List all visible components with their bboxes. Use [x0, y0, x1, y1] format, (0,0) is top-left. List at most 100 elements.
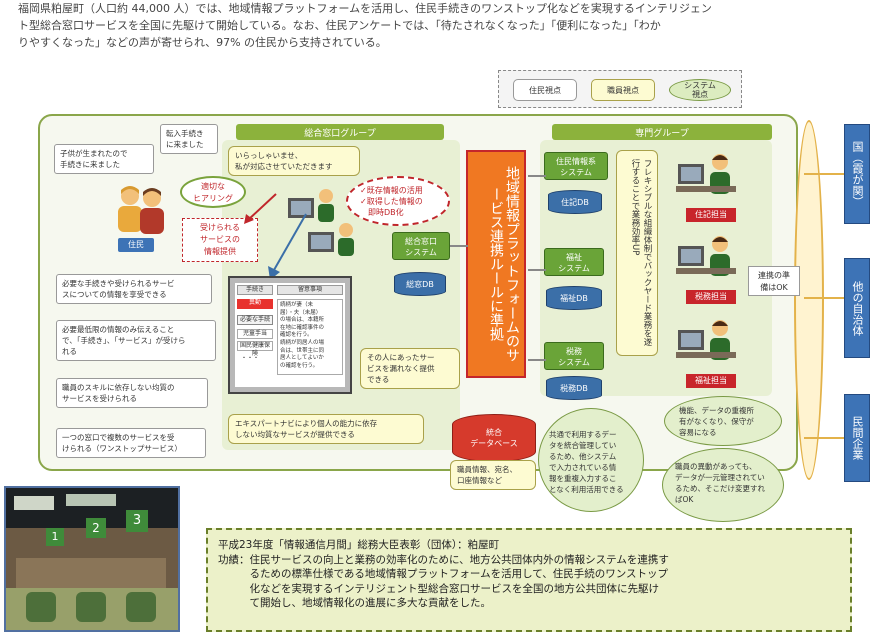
- system-point-b-l2: データが一元管理されてい: [675, 473, 765, 482]
- resident-icon: [118, 186, 164, 234]
- screen-note-l5: 確認を行う。: [280, 332, 313, 339]
- award-line-1: 功績：住民サービスの向上と業務の効率化のために、地方公共団体内外の情報システムを…: [218, 553, 669, 566]
- counter-number-3: 3: [126, 510, 148, 532]
- counter-number-2: 2: [86, 518, 106, 538]
- general-sys-l2: システム: [405, 248, 437, 257]
- shared-l3: るため、他システム: [549, 452, 617, 461]
- specialist-group-header: 専門グループ: [552, 124, 772, 140]
- fukushi-sys-l1: 福祉: [566, 253, 582, 262]
- external-connector: [794, 120, 824, 480]
- screen-note-l8: 居人としてよいか: [280, 355, 324, 362]
- screen-item-2[interactable]: 国民健康保険: [237, 341, 273, 357]
- service-info-l2: サービスの: [200, 235, 240, 244]
- intro-line-1: 福岡県粕屋町（人口約 44,000 人）では、地域情報プラットフォームを活用し、…: [18, 2, 712, 15]
- integrated-db-l2: データベース: [470, 439, 518, 448]
- hearing-l2: ヒアリング: [193, 194, 233, 203]
- award-line-4: て開始し、地域情報化の進展に多大な貢献をした。: [218, 597, 491, 609]
- coordination-l2: 備はOK: [760, 283, 788, 292]
- reuse-l2: ✓取得した情報の: [360, 197, 423, 206]
- resident-bubble-move-l1: 転入手続き: [166, 129, 204, 138]
- screen-note-l6: 続柄が同居人の場: [280, 339, 325, 346]
- award-box: 平成23年度「情報通信月間」総務大臣表彰（団体）：粕屋町 功績：住民サービスの向…: [206, 528, 852, 632]
- fukushi-sys-l2: システム: [558, 264, 590, 273]
- intro-line-2: ト型総合窓口サービスを全国に先駆けて開始している。なお、住民アンケートでは、「待…: [18, 19, 661, 32]
- system-point-b-l1: 職員の異動があっても、: [675, 462, 757, 471]
- award-title: 平成23年度「情報通信月間」総務大臣表彰（団体）：粕屋町: [218, 539, 500, 551]
- shared-l1: 共通で利用するデー: [549, 430, 617, 439]
- legend-staff: 職員視点: [591, 79, 655, 101]
- reuse-l3: 即時DB化: [368, 208, 404, 217]
- system-point-a-l2: 有がなくなり、保守が: [679, 417, 754, 426]
- expert-l2: しない均質なサービスが提供できる: [235, 430, 355, 439]
- screen-needed: 必要な手続: [237, 315, 273, 325]
- platform-pillar: 地域情報プラットフォームのサービス連携ルールに準拠: [466, 150, 526, 378]
- service-info-box: 受けられる サービスの 情報提供: [182, 218, 258, 262]
- fukushi-db: 福祉DB: [546, 286, 602, 310]
- zeimu-db: 税務DB: [546, 376, 602, 400]
- resident-point-2: 必要最低限の情報のみ伝えること で、「手続き」、「サービス」が受けら れる: [56, 320, 216, 361]
- staff-greeting: いらっしゃいませ、 私が対応させていただきます: [228, 146, 360, 176]
- resident-point-2-l3: れる: [62, 347, 77, 356]
- service-info-l3: 情報提供: [204, 247, 236, 256]
- integrated-db: 統合 データベース: [452, 414, 536, 462]
- juki-sys-l1: 住民情報系: [556, 157, 596, 166]
- general-staff-icon: [288, 189, 354, 256]
- screen-note: 続柄が妻（未 届）・夫（未届） の場合は、本籍所 在地に確認事件の 確認を行う。…: [277, 299, 343, 375]
- integrated-info-l1: 職員情報、宛名、: [457, 465, 517, 474]
- resident-point-3-l2: サービスを受けられる: [62, 394, 137, 403]
- screen-note-l2: 届）・夫（未届）: [280, 309, 322, 316]
- shared-l6: となく利用活用できる: [549, 485, 624, 494]
- resident-point-1-l1: 必要な手続きや受けられるサービ: [62, 279, 175, 288]
- resident-bubble-move-l2: に来ました: [166, 140, 204, 149]
- general-sys-l1: 総合窓口: [405, 237, 437, 246]
- coordination-l1: 連携の準: [758, 271, 790, 280]
- screen-note-l3: の場合は、本籍所: [280, 317, 325, 324]
- resident-point-4: 一つの窓口で複数のサービスを受 けられる（ワンストップサービス）: [56, 428, 206, 458]
- intro-text: 福岡県粕屋町（人口約 44,000 人）では、地域情報プラットフォームを活用し、…: [18, 0, 864, 51]
- expert-l1: エキスパートナビにより個人の能力に依存: [235, 419, 378, 428]
- connectors: [450, 175, 546, 361]
- general-window-system: 総合窓口 システム: [392, 232, 450, 260]
- legend-resident: 住民視点: [513, 79, 577, 101]
- general-group-header: 総合窓口グループ: [236, 124, 444, 140]
- juki-officer-label: 住記担当: [686, 208, 736, 222]
- counter-number-1: 1: [46, 528, 64, 546]
- resident-bubble-birth-l2: 手続きに来ました: [60, 160, 120, 169]
- system-point-b-l4: ばOK: [675, 495, 694, 504]
- fukushi-staff-icon: [676, 320, 736, 360]
- legend: 住民視点 職員視点 システム 視点: [498, 70, 742, 108]
- arrow-to-screen: [268, 213, 307, 280]
- zeimu-sys-l1: 税務: [566, 347, 582, 356]
- screen-item-red[interactable]: 異動: [237, 299, 273, 309]
- system-point-maintenance: 機能、データの重複所 有がなくなり、保守が 容易になる: [664, 396, 782, 446]
- hearing-l1: 適切な: [201, 182, 225, 191]
- system-point-a-l3: 容易になる: [679, 428, 717, 437]
- resident-point-3-l1: 職員のスキルに依存しない均質の: [62, 383, 175, 392]
- zeimu-officer-label: 税務担当: [686, 290, 736, 304]
- resident-point-2-l2: で、「手続き」、「サービス」が受けら: [62, 336, 186, 345]
- juki-sys-l2: システム: [560, 168, 592, 177]
- counter-photo: 3 2 1: [4, 486, 180, 632]
- backyard-note: フレキシブルな組織体制でバックヤード業務を遂行することで業務効率UP: [616, 150, 658, 356]
- resident-point-2-l1: 必要最低限の情報のみ伝えること: [62, 325, 175, 334]
- resident-bubble-birth: 子供が生まれたので 手続きに来ました: [54, 144, 154, 174]
- screen-item-1[interactable]: 児童手当: [237, 329, 273, 339]
- resident-bubble-move: 転入手続き に来ました: [160, 124, 218, 154]
- zeimu-system: 税務 システム: [544, 342, 604, 370]
- service-info-l1: 受けられる: [200, 223, 240, 232]
- integrated-db-info: 職員情報、宛名、 口座情報など: [450, 460, 536, 490]
- general-window-db: 総窓DB: [394, 272, 446, 296]
- suitable-service-bubble: その人にあったサー ビスを漏れなく提供 できる: [360, 348, 460, 389]
- resident-label: 住民: [118, 238, 154, 252]
- juki-staff-icon: [676, 154, 736, 194]
- suitable-l2: ビスを漏れなく提供: [367, 364, 435, 373]
- shared-l2: タを統合管理してい: [549, 441, 617, 450]
- award-line-2: るための標準仕様である地域情報プラットフォームを活用して、住民手続のワンストップ: [218, 568, 669, 580]
- resident-point-4-l2: けられる（ワンストップサービス）: [62, 444, 182, 453]
- gov-national: 国（霞が関）: [844, 124, 870, 224]
- gov-private: 民間企業: [844, 394, 870, 482]
- coordination-ready: 連携の準 備はOK: [748, 266, 800, 296]
- screen-dots: ・・・: [241, 355, 260, 362]
- fukushi-officer-label: 福祉担当: [686, 374, 736, 388]
- gov-local: 他の自治体: [844, 258, 870, 358]
